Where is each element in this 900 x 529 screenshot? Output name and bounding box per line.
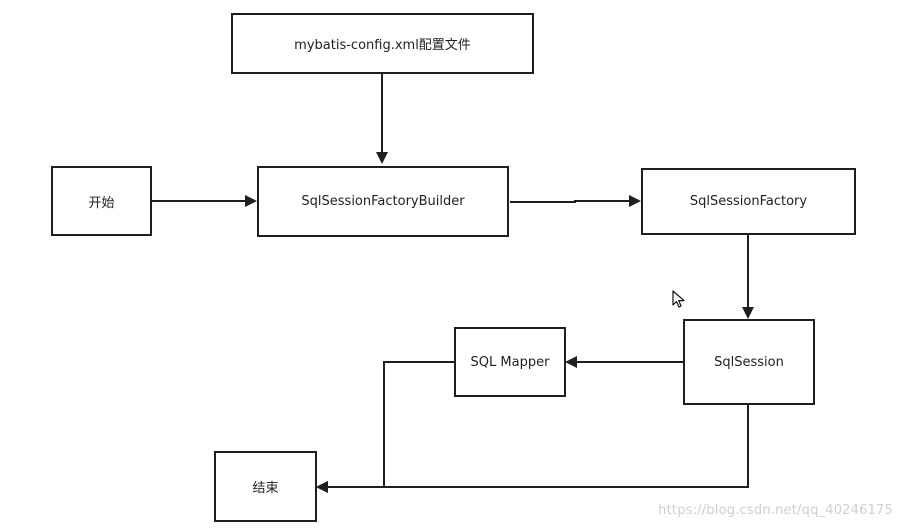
node-sqlsessionfactory: SqlSessionFactory (641, 168, 856, 235)
node-sqlsession: SqlSession (683, 319, 815, 405)
node-sql-mapper-label: SQL Mapper (470, 354, 550, 370)
node-sqlsession-label: SqlSession (714, 354, 784, 370)
node-end-label: 结束 (252, 481, 279, 496)
node-sqlsessionfactorybuilder-label: SqlSessionFactoryBuilder (301, 194, 465, 209)
arrow-mapper-to-end (316, 361, 454, 493)
mouse-pointer-icon (672, 290, 685, 308)
node-config-file-label: mybatis-config.xml配置文件 (294, 38, 471, 53)
node-sqlsessionfactorybuilder: SqlSessionFactoryBuilder (257, 166, 509, 237)
watermark-text: https://blog.csdn.net/qq_40246175 (658, 503, 893, 518)
node-sql-mapper: SQL Mapper (454, 327, 566, 397)
arrow-session-to-end (316, 405, 749, 493)
node-start: 开始 (51, 166, 152, 236)
node-end: 结束 (214, 451, 317, 522)
node-config-file: mybatis-config.xml配置文件 (231, 13, 534, 74)
node-start-label: 开始 (88, 195, 115, 211)
node-sqlsessionfactory-label: SqlSessionFactory (689, 194, 808, 209)
arrow-builder-to-factory (510, 195, 641, 207)
